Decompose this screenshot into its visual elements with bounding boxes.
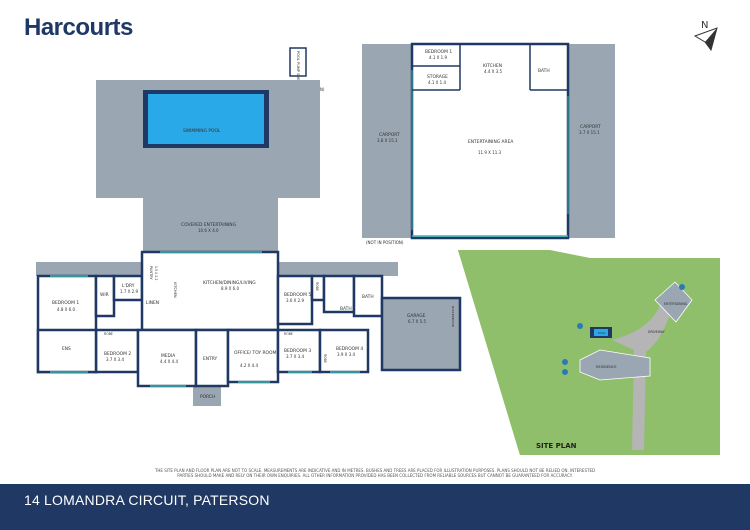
media-dims: 4.4 X 4.4 (160, 359, 178, 364)
site-tree (679, 284, 685, 290)
porch-label: PORCH (200, 394, 215, 400)
entertaining-area-dims: 11.9 X 11.3 (478, 150, 502, 155)
carport-right-dims: 3.7 X 15.1 (579, 130, 600, 135)
swimming-pool (148, 94, 264, 144)
pantry-name: PANTRY (149, 266, 153, 281)
rollerdoor-label: ROLLERDOOR (451, 306, 455, 327)
kitchen-living-name: KITCHEN/DINING/LIVING (203, 280, 256, 286)
bedroom4-name: BEDROOM 4 (336, 346, 363, 352)
site-lawn (458, 250, 720, 455)
site-driveway-label: DRIVEWAY (648, 330, 665, 334)
house-glazing (50, 251, 360, 387)
bath-main-name: BATH (362, 294, 374, 300)
carport-right-name: CARPORT (580, 124, 601, 130)
wir-name: WIR (100, 292, 109, 298)
shed-bath-name: BATH (538, 68, 550, 74)
site-tree (562, 369, 568, 375)
covered-entertaining-name: COVERED ENTERTAINING (181, 222, 237, 228)
site-residence (579, 349, 651, 381)
entry-label: ENTRY (203, 356, 218, 362)
site-pool-label: POOL (598, 331, 606, 335)
floor-plan-drawing: N ENTERTAINING DRIVEWAY POOL RESIDENCE P… (36, 20, 720, 455)
shed-bedroom1-name: BEDROOM 1 (425, 49, 452, 55)
outbuilding: BEDROOM 1 4.1 X 1.9 KITCHEN 4.4 X 3.5 ST… (362, 42, 615, 245)
media-name: MEDIA (161, 353, 175, 359)
pool-pump-shed-label: POOL PUMP SHED (296, 51, 300, 83)
porch (193, 386, 221, 406)
office-dims: 4.2 X 4.4 (240, 363, 258, 368)
laundry-dims: 1.7 X 2.9 (120, 289, 138, 294)
kitchen-label: KITCHEN (173, 282, 177, 298)
not-in-position-label-2: (NOT IN POSITION) (366, 240, 404, 245)
site-plan: ENTERTAINING DRIVEWAY POOL RESIDENCE (458, 250, 720, 455)
bedroom5-dims: 3.6 X 2.9 (286, 298, 304, 303)
site-pool (594, 329, 608, 336)
robe-label: ROBE (315, 282, 319, 291)
site-tree (562, 359, 568, 365)
site-entertaining-label: ENTERTAINING (664, 302, 688, 306)
entertaining-area-name: ENTERTAINING AREA (468, 139, 513, 145)
ensuite-name: ENS (62, 346, 71, 352)
robe-label: ROBE (284, 332, 293, 336)
site-residence-label: RESIDENCE (596, 365, 617, 369)
house-labels: BEDROOM 1 4.8 X 6.0 WIR L'DRY 1.7 X 2.9 … (52, 266, 455, 368)
bedroom2-name: BEDROOM 2 (104, 351, 131, 357)
office-name: OFFICE/ TOY ROOM (234, 350, 276, 356)
bedroom1-dims: 4.8 X 6.0 (57, 307, 75, 312)
swimming-pool-label: SWIMMING POOL (183, 128, 221, 134)
covered-entertaining-dims: 10.6 X 4.0 (198, 228, 219, 233)
north-arrow-icon: N (693, 20, 718, 52)
garage-name: GARAGE (407, 313, 426, 319)
garage-dims: 6.7 X 5.5 (408, 319, 426, 324)
site-entertaining-building (654, 281, 693, 323)
house-floorplan (36, 250, 462, 388)
disclaimer-text: THE SITE PLAN AND FLOOR PLAN ARE NOT TO … (154, 468, 596, 478)
shed-bedroom1-dims: 4.1 X 1.9 (429, 55, 447, 60)
bedroom3-dims: 3.7 X 3.4 (286, 354, 304, 359)
bedroom1-name: BEDROOM 1 (52, 300, 79, 306)
robe-label: ROBE (104, 332, 113, 336)
robe-label: ROBE (323, 354, 327, 363)
footer-bar (0, 484, 750, 530)
bedroom3-name: BEDROOM 3 (284, 348, 311, 354)
house-exterior: SWIMMING POOL COVERED ENTERTAINING 10.6 … (36, 80, 398, 406)
shed-storage-dims: 4.1 X 1.4 (428, 80, 446, 85)
bath-small-name: BATH (340, 306, 352, 312)
carport-left-name: CARPORT (379, 132, 400, 138)
carport-left-dims: 3.8 X 15.1 (377, 138, 398, 143)
bedroom4-dims: 3.9 X 3.4 (337, 352, 355, 357)
property-address: 14 LOMANDRA CIRCUIT, PATERSON (24, 492, 270, 508)
carport-left (362, 44, 415, 238)
kitchen-living-dims: 8.9 X 6.0 (221, 286, 239, 291)
site-plan-title: SITE PLAN (536, 442, 577, 450)
shed-storage-name: STORAGE (427, 74, 448, 80)
linen-label: LINEN (146, 300, 159, 306)
bedroom2-dims: 3.7 X 3.4 (106, 357, 124, 362)
north-label: N (701, 20, 708, 31)
carport-right (567, 44, 615, 238)
shed-kitchen-name: KITCHEN (483, 63, 502, 69)
harcourts-logo: Harcourts (24, 14, 133, 41)
bedroom5-name: BEDROOM 5 (284, 292, 311, 298)
laundry-name: L'DRY (122, 283, 135, 289)
site-tree (577, 323, 583, 329)
pantry-dims: 1.9 X 2.2 (154, 266, 158, 280)
shed-kitchen-dims: 4.4 X 3.5 (484, 69, 502, 74)
